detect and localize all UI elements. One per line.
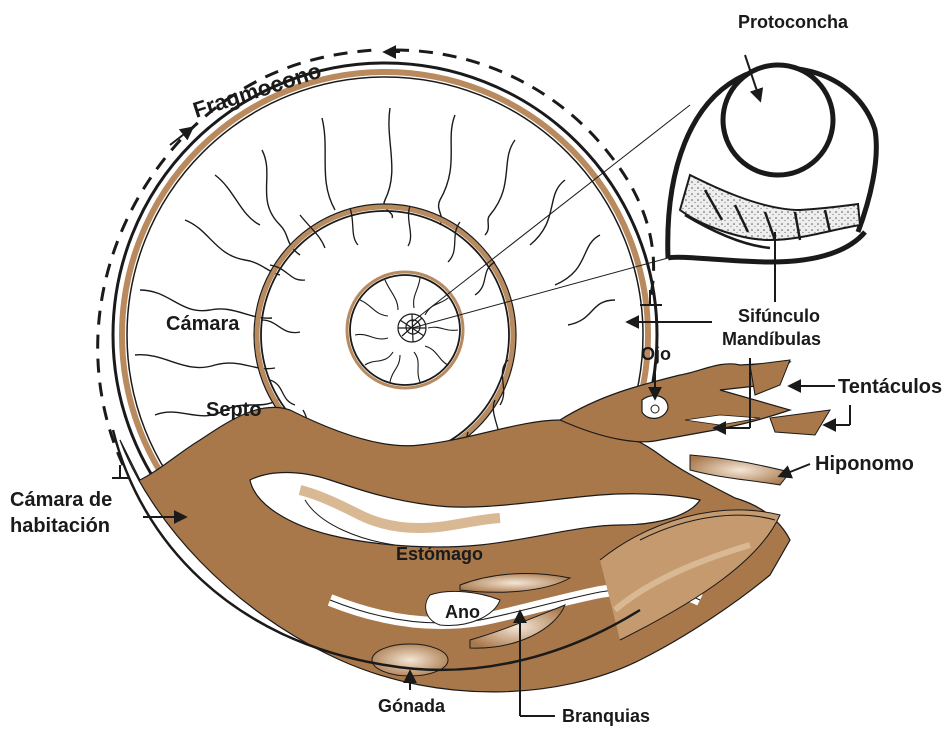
label-camara: Cámara — [166, 313, 240, 335]
label-sifunculo: Sifúnculo — [738, 306, 820, 326]
label-estomago: Estómago — [396, 544, 483, 564]
label-habitacion: habitación — [10, 515, 110, 537]
label-mandibulas: Mandíbulas — [722, 329, 821, 349]
label-septo: Septo — [206, 399, 262, 421]
label-protoconcha: Protoconcha — [738, 12, 849, 32]
label-ano: Ano — [445, 602, 480, 622]
label-camara-de: Cámara de — [10, 489, 112, 511]
label-tentaculos: Tentáculos — [838, 376, 942, 398]
label-hiponomo: Hiponomo — [815, 453, 914, 475]
label-branquias: Branquias — [562, 706, 650, 726]
label-ojo: Ojo — [641, 344, 671, 364]
label-gonada: Gónada — [378, 696, 446, 716]
